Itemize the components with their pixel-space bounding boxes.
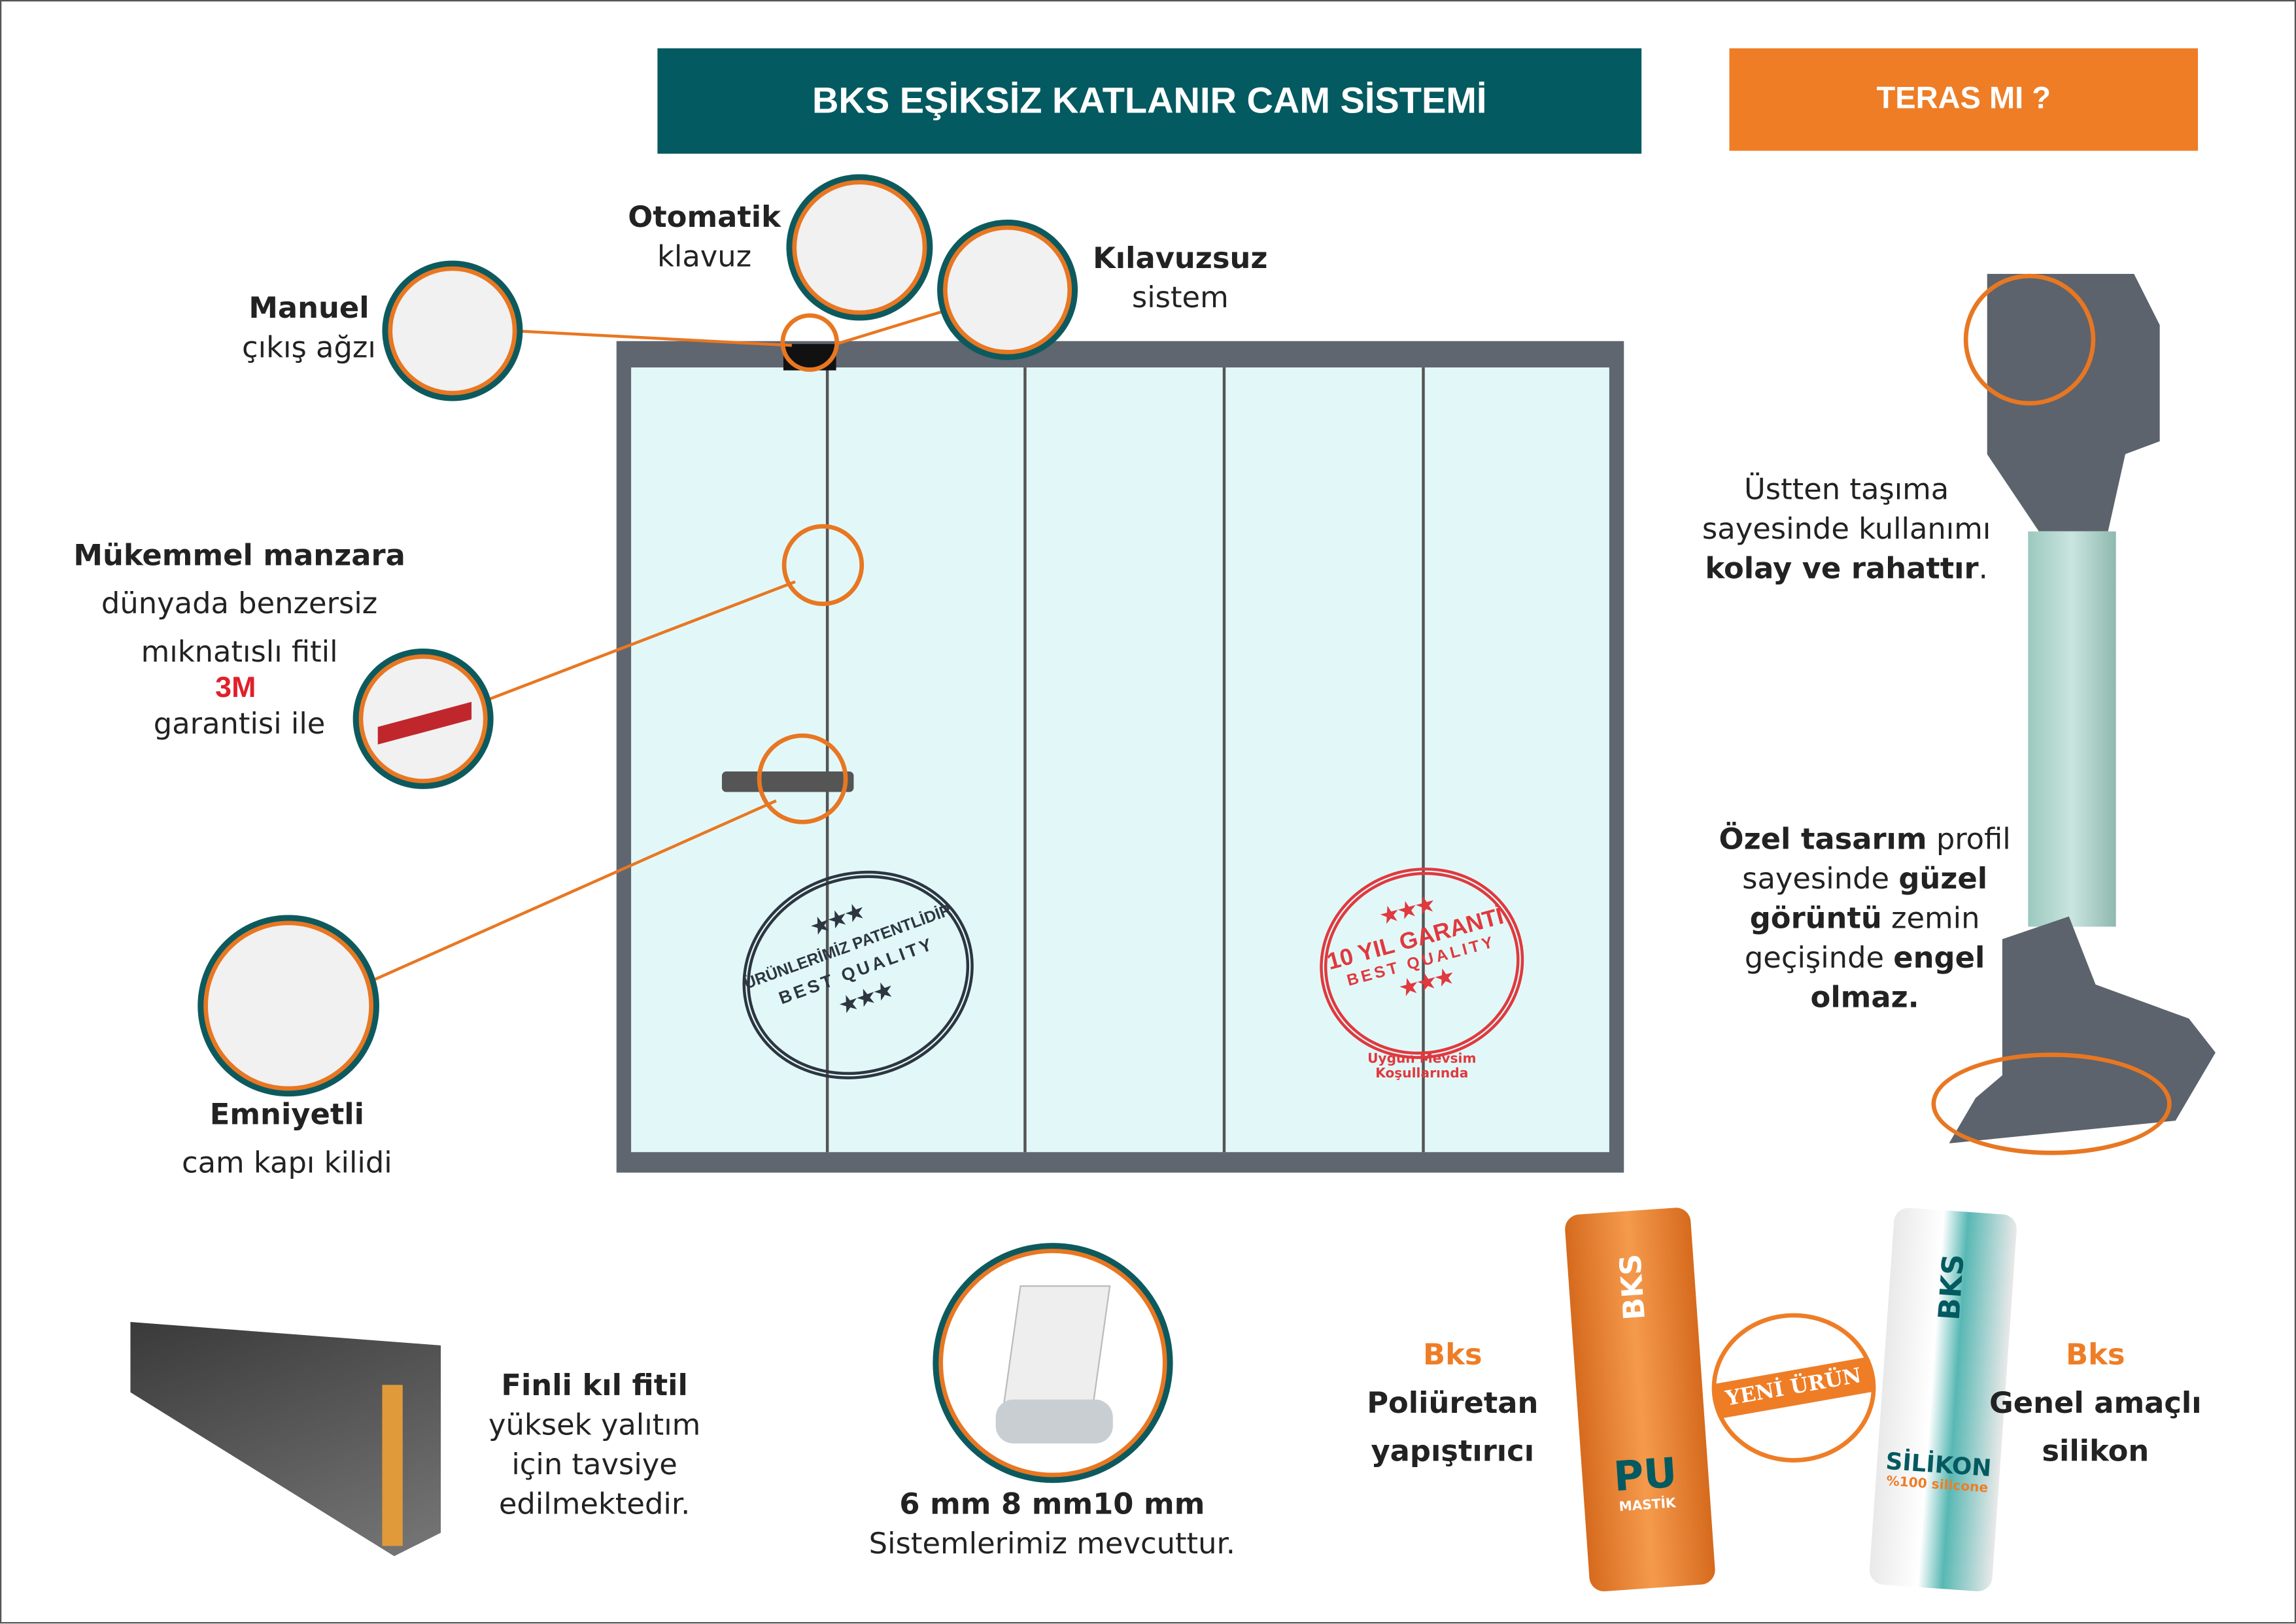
manual-outlet-image [388, 266, 517, 396]
folding-glass-door [616, 341, 1624, 1173]
lock-detail-circle [757, 733, 848, 824]
teras-badge: TERAS MI ? [1729, 48, 2199, 151]
top-profile-circle [1963, 273, 2096, 406]
title-banner: BKS EŞİKSİZ KATLANIR CAM SİSTEMİ [657, 48, 1642, 154]
3m-logo: 3M [215, 671, 256, 705]
panel-divider [1023, 367, 1027, 1153]
panel-divider [1422, 367, 1425, 1153]
panel-divider [1222, 367, 1226, 1153]
tube-main-text: PU [1612, 1448, 1679, 1501]
tube-logo: BKS [1612, 1253, 1653, 1321]
safety-lock-image [203, 921, 373, 1091]
strip-icon [377, 702, 472, 745]
guide-detail-circle [780, 313, 840, 372]
warranty-note: Uygun Mevsim Koşullarında [1367, 1052, 1477, 1082]
magnet-detail-circle [781, 524, 865, 607]
brush-seal-strip [382, 1385, 403, 1546]
guideless-system-image [943, 225, 1072, 354]
bottom-profile-circle [1931, 1052, 2172, 1155]
page-title: BKS EŞİKSİZ KATLANIR CAM SİSTEMİ [812, 80, 1487, 121]
gasket-icon [995, 1399, 1113, 1444]
tube-logo: BKS [1931, 1253, 1971, 1321]
magnetic-strip-image [358, 654, 488, 783]
pu-tube: BKS PU MASTİK [1564, 1206, 1717, 1593]
profile-glass [2028, 531, 2116, 927]
automatic-guide-image [792, 180, 927, 315]
new-product-text: YENİ ÜRÜN [1714, 1357, 1874, 1419]
3m-guarantee-label: garantisi ile [153, 705, 326, 741]
new-product-badge: YENİ ÜRÜN [1711, 1313, 1876, 1463]
glass-gasket-image [938, 1249, 1167, 1478]
teras-label: TERAS MI ? [1876, 82, 2051, 116]
